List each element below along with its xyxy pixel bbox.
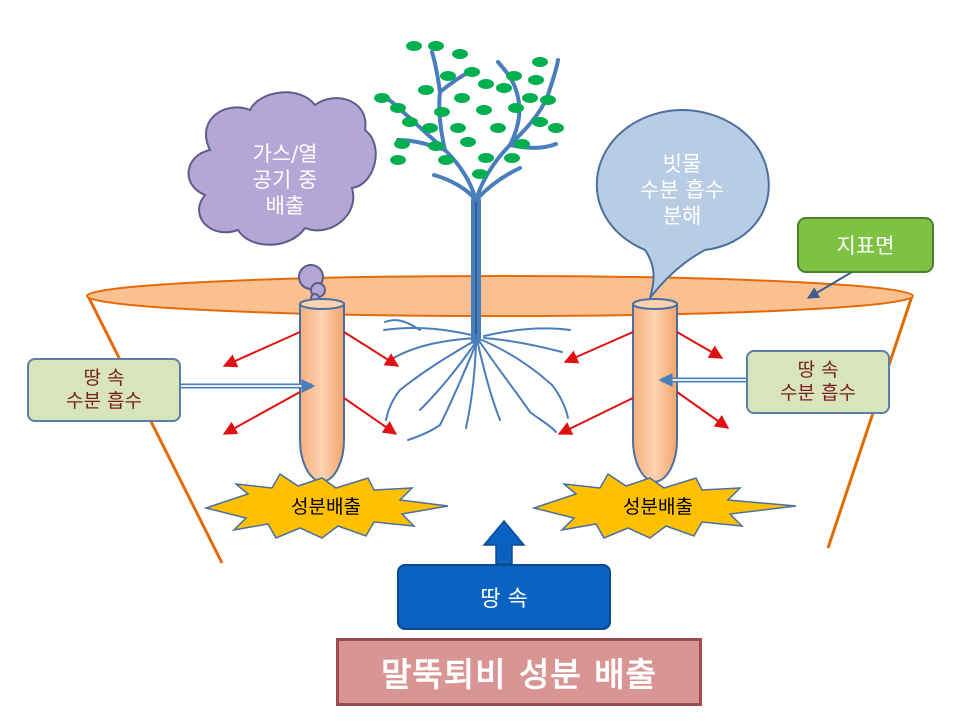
- left-absorb-box: 땅 속 수분 흡수: [27, 358, 181, 422]
- right-stake-top: [632, 298, 678, 310]
- surface-label: 지표면: [797, 217, 934, 273]
- cloud-text: 가스/열 공기 중 배출: [252, 141, 318, 219]
- right-stake: [632, 303, 678, 484]
- left-stake: [299, 303, 345, 484]
- soil-left-edge: [86, 295, 224, 564]
- surface-pointer-arrow: [806, 271, 853, 299]
- left-stake-top: [299, 298, 345, 310]
- soil-right-edge: [826, 295, 914, 549]
- left-burst-label: 성분배출: [291, 496, 361, 519]
- bubble-text: 빗물 수분 흡수 분해: [640, 151, 724, 229]
- red-arrows: [222, 331, 730, 435]
- ground-surface: [86, 275, 914, 317]
- right-burst: [531, 472, 797, 539]
- underground-label: 땅 속: [397, 564, 611, 630]
- thought-cloud: [187, 91, 377, 303]
- tree-leaves: [374, 41, 564, 179]
- up-arrow: [482, 519, 526, 565]
- right-burst-label: 성분배출: [623, 496, 693, 519]
- right-absorb-box: 땅 속 수분 흡수: [746, 350, 890, 414]
- left-burst: [203, 472, 449, 539]
- speech-bubble: [595, 108, 770, 299]
- tree-roots: [383, 319, 571, 441]
- page-title: 말뚝퇴비 성분 배출: [336, 638, 702, 706]
- absorb-arrows: [178, 373, 746, 393]
